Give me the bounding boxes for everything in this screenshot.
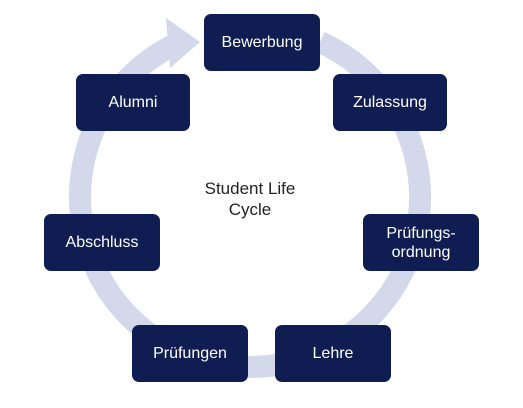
stage-pruefungsordnung: Prüfungs- ordnung	[363, 214, 479, 271]
stage-abschluss: Abschluss	[44, 214, 160, 271]
stage-pruefungen: Prüfungen	[132, 325, 248, 382]
stage-bewerbung: Bewerbung	[204, 14, 320, 71]
center-title: Student Life Cycle	[204, 179, 296, 219]
stage-lehre: Lehre	[275, 325, 391, 382]
cycle-ring-band	[69, 31, 431, 378]
cycle-arrowhead-icon	[166, 18, 200, 68]
stage-zulassung: Zulassung	[333, 74, 447, 131]
stage-alumni: Alumni	[76, 74, 190, 131]
